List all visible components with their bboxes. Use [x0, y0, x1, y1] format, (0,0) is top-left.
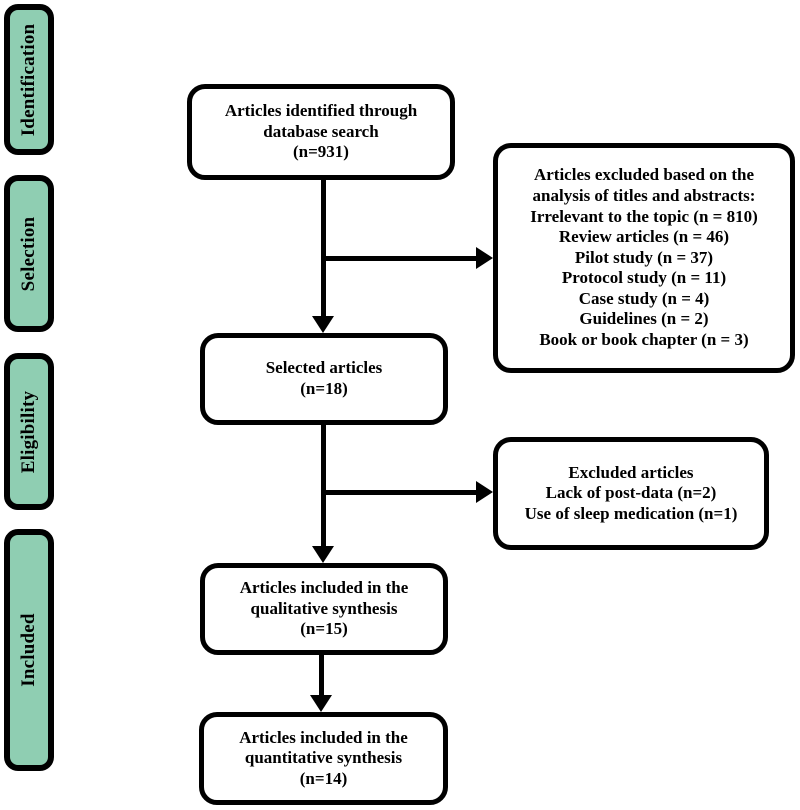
arrow-right-icon — [476, 481, 493, 503]
connector-to-excluded-screening — [323, 256, 478, 261]
stage-label-eligibility: Eligibility — [18, 390, 39, 473]
arrow-down-icon — [312, 546, 334, 563]
flow-box-excluded-screening-text: Articles excluded based on the analysis … — [530, 165, 758, 349]
connector-selected-to-qualitative — [321, 425, 326, 548]
flow-box-excluded-eligibility-text: Excluded articles Lack of post-data (n=2… — [524, 462, 738, 523]
connector-identified-to-selected — [321, 180, 326, 318]
stage-label-selection: Selection — [18, 216, 39, 291]
stage-box-included: Included — [4, 529, 54, 771]
flow-box-qualitative-text: Articles included in the qualitative syn… — [239, 578, 409, 639]
stage-box-identification: Identification — [4, 4, 54, 155]
arrow-down-icon — [310, 695, 332, 712]
connector-to-excluded-eligibility — [323, 490, 478, 495]
arrow-down-icon — [312, 316, 334, 333]
stage-label-identification: Identification — [18, 23, 39, 136]
flow-box-selected: Selected articles (n=18) — [200, 333, 448, 425]
connector-qualitative-to-quantitative — [319, 655, 324, 697]
flow-box-excluded-eligibility: Excluded articles Lack of post-data (n=2… — [493, 437, 769, 550]
stage-label-included: Included — [18, 613, 39, 687]
flow-box-quantitative-text: Articles included in the quantitative sy… — [239, 727, 408, 788]
flow-box-qualitative: Articles included in the qualitative syn… — [200, 563, 448, 655]
flow-box-selected-text: Selected articles (n=18) — [265, 358, 383, 398]
stage-box-eligibility: Eligibility — [4, 353, 54, 510]
flow-box-quantitative: Articles included in the quantitative sy… — [199, 712, 448, 805]
flow-box-excluded-screening: Articles excluded based on the analysis … — [493, 143, 795, 373]
flow-box-identified: Articles identified through database sea… — [187, 84, 455, 180]
arrow-right-icon — [476, 247, 493, 269]
stage-box-selection: Selection — [4, 175, 54, 332]
flow-box-identified-text: Articles identified through database sea… — [224, 101, 418, 162]
